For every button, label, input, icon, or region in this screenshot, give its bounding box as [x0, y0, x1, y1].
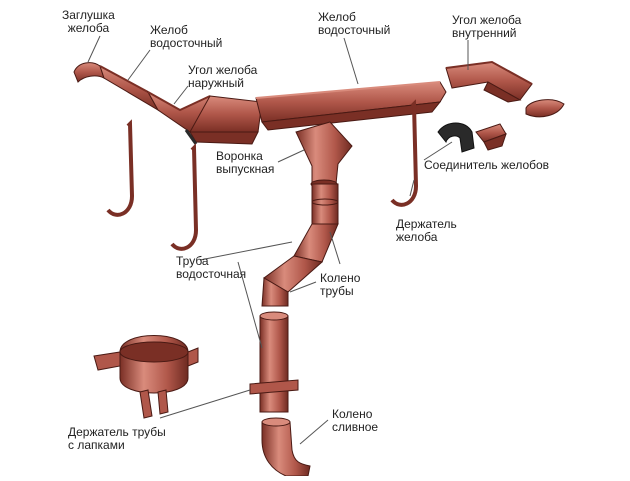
label-pipe: Труба водосточная [176, 254, 247, 281]
bracket-1 [106, 119, 134, 217]
label-gutter-main: Желоб водосточный [318, 10, 391, 37]
elbow-upper [293, 223, 339, 263]
leader-connector [423, 141, 453, 161]
leader-bracket [409, 179, 415, 197]
funnel [295, 121, 353, 189]
pipe-holder [93, 335, 199, 419]
pipe-vertical [259, 311, 289, 413]
bracket-2 [170, 143, 198, 251]
leader-drain-elbow [299, 419, 329, 445]
leader-lines [87, 35, 469, 445]
label-pipe-holder: Держатель трубы с лапками [68, 425, 166, 452]
gutter-center [184, 95, 263, 145]
gutter-left [99, 64, 160, 112]
leader-gutter-cap [87, 35, 101, 63]
leader-pipe-holder [159, 389, 251, 419]
inner-corner [445, 60, 533, 103]
drain-elbow [261, 417, 311, 477]
gutter-end-cap [525, 99, 565, 118]
pipe-holder-small [249, 379, 299, 395]
pipe-upper [311, 183, 339, 225]
label-gutter-left: Желоб водосточный [150, 23, 223, 50]
connector [437, 122, 507, 153]
label-drain-elbow: Колено сливное [332, 407, 379, 434]
label-connector: Соединитель желобов [424, 158, 550, 172]
leader-outer-corner [173, 85, 189, 105]
leader-funnel [277, 149, 305, 163]
leader-pipe-2 [237, 261, 263, 349]
label-elbow: Колено трубы [320, 271, 361, 298]
leader-pipe [199, 241, 293, 261]
leader-gutter-main [343, 37, 359, 85]
elbow-lower [261, 277, 289, 307]
label-bracket: Держатель желоба [396, 217, 457, 244]
label-outer-corner: Угол желоба наружный [188, 63, 258, 90]
label-funnel: Воронка выпускная [216, 149, 275, 176]
label-gutter-cap: Заглушка желоба [62, 8, 115, 35]
leader-elbow-bottom [289, 281, 317, 293]
label-inner-corner: Угол желоба внутренний [452, 13, 522, 40]
gutter-main [255, 81, 447, 131]
leader-elbow-top [329, 231, 341, 265]
bracket-3 [390, 99, 418, 207]
leader-gutter-left [127, 49, 151, 81]
